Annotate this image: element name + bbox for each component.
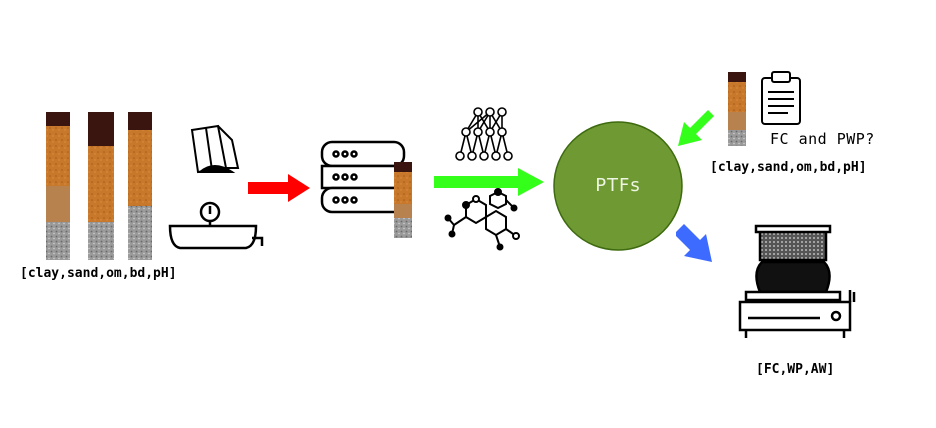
- soil-core-icon: [88, 112, 114, 260]
- soil-core-icon: [394, 162, 412, 238]
- soil-core-icon: [128, 112, 152, 260]
- output-variables-label: [FC,WP,AW]: [756, 362, 835, 377]
- server-database-icon: [320, 140, 406, 214]
- lab-instrument-icon: [738, 224, 856, 338]
- clipboard-icon: [761, 71, 801, 125]
- question-label: FC and PWP?: [770, 130, 875, 148]
- arrow-input-to-ptfs: [678, 110, 716, 146]
- sample-bag-icon: [190, 124, 240, 174]
- ptfs-model: [553, 121, 683, 251]
- weighing-scale-icon: [168, 201, 264, 250]
- molecule-graph-icon: [444, 188, 520, 251]
- arrow-to-database: [248, 174, 310, 202]
- soil-core-icon: [728, 72, 746, 146]
- new-input-variables-label: [clay,sand,om,bd,pH]: [710, 160, 867, 175]
- input-variables-label: [clay,sand,om,bd,pH]: [20, 266, 177, 281]
- arrow-to-ptfs: [434, 168, 544, 196]
- arrow-ptfs-to-output: [676, 224, 712, 262]
- neural-network-icon: [455, 107, 513, 161]
- soil-core-icon: [46, 112, 70, 260]
- ptfs-label: PTFs: [595, 175, 641, 196]
